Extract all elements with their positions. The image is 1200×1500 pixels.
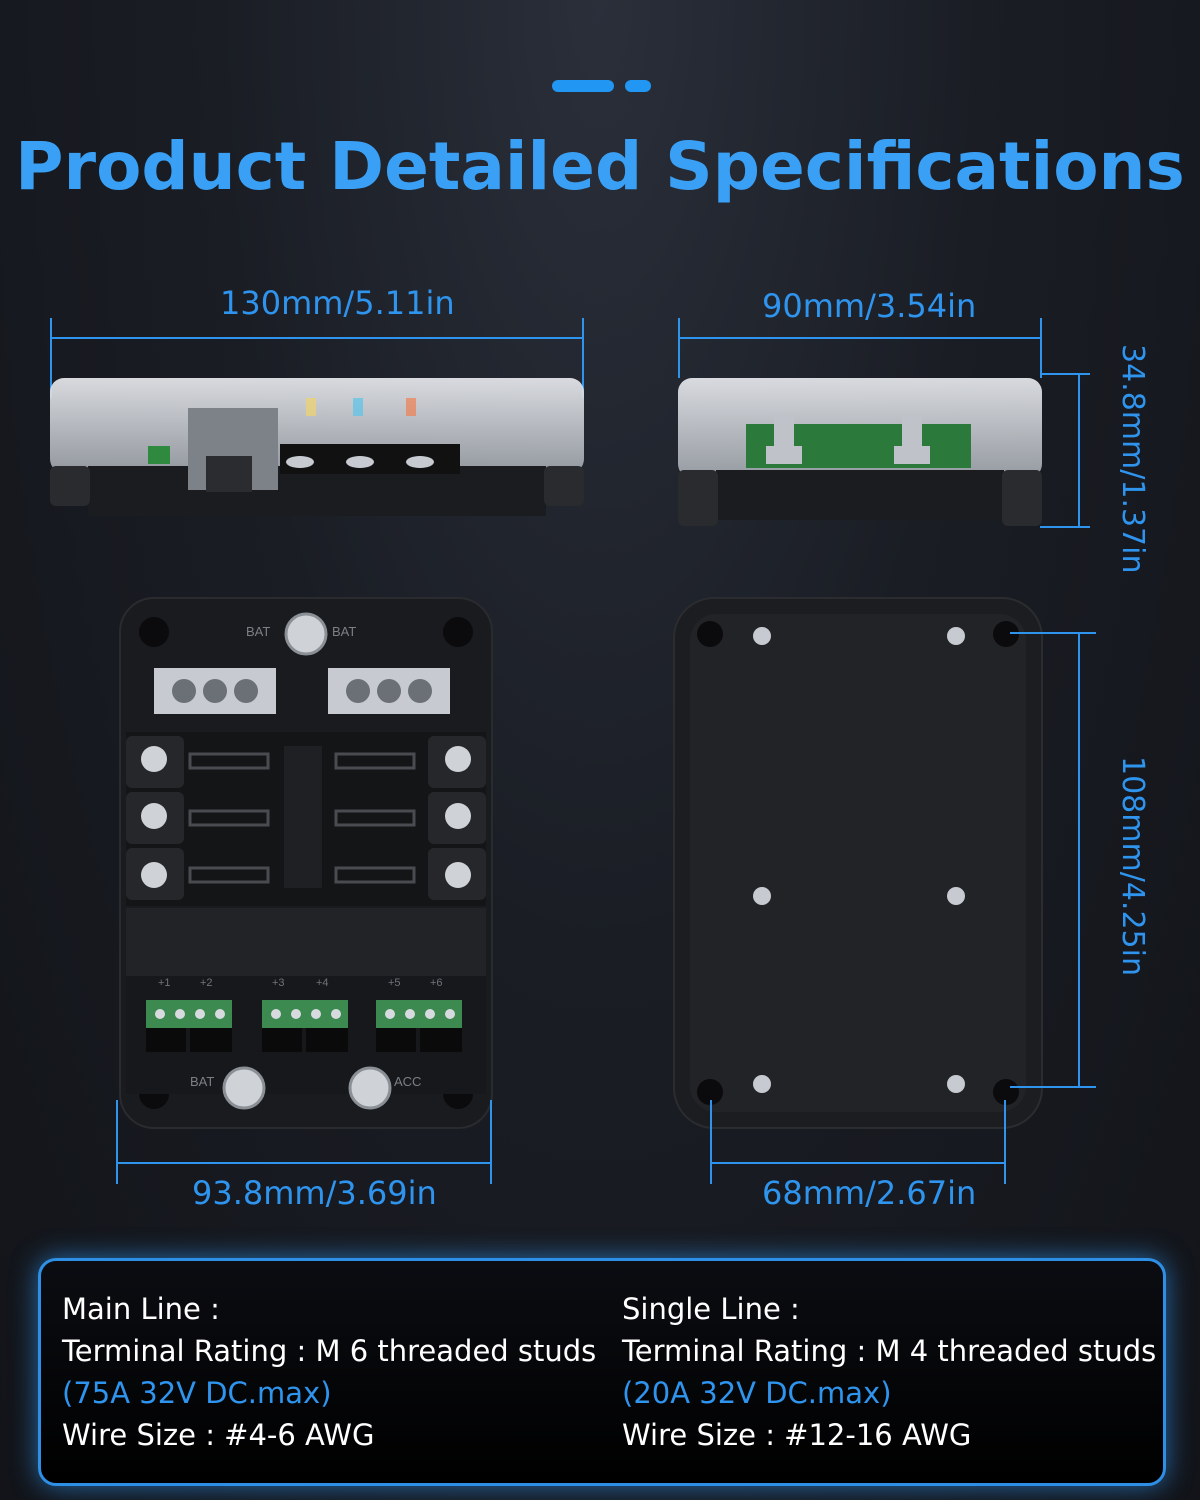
- main-line-wire: Wire Size : #4-6 AWG: [62, 1418, 375, 1452]
- specs-single-line: Single Line : Terminal Rating : M 4 thre…: [622, 1288, 1156, 1456]
- accent-bar-short: [625, 80, 651, 92]
- single-line-rating: Terminal Rating : M 4 threaded studs: [622, 1334, 1157, 1368]
- dim-tick: [582, 318, 584, 398]
- main-line-heading: Main Line :: [62, 1292, 220, 1326]
- dim-tick: [1004, 1100, 1006, 1184]
- dim-tick: [1040, 373, 1090, 375]
- dim-top-left-width: 130mm/5.11in: [220, 284, 455, 322]
- dim-line: [116, 1162, 492, 1164]
- specs-panel: [38, 1258, 1166, 1486]
- fuse-number-5: +5: [388, 977, 401, 989]
- dim-bottom-right-width: 68mm/2.67in: [762, 1174, 977, 1212]
- label-bat-minus-right: BAT: [332, 624, 357, 639]
- dim-tick: [1010, 632, 1096, 634]
- fuse-number-6: +6: [430, 977, 443, 989]
- dim-tick: [710, 1100, 712, 1184]
- dim-tick: [1040, 526, 1090, 528]
- single-line-heading: Single Line :: [622, 1292, 800, 1326]
- specs-main-line: Main Line : Terminal Rating : M 6 thread…: [62, 1288, 596, 1456]
- dim-bottom-left-width: 93.8mm/3.69in: [192, 1174, 437, 1212]
- page-title: Product Detailed Specifications: [15, 128, 1185, 205]
- back-view-cover: [673, 597, 1043, 1129]
- side-view-short: [678, 378, 1042, 526]
- fuse-number-4: +4: [316, 977, 329, 989]
- dim-tick: [116, 1100, 118, 1184]
- fuse-number-1: +1: [158, 977, 171, 989]
- top-view-fuse-block: [119, 597, 493, 1129]
- dim-tick: [678, 318, 680, 378]
- dim-bottom-right-height: 108mm/4.25in: [1115, 756, 1150, 976]
- dim-tick: [50, 318, 52, 398]
- side-view-long: [50, 378, 584, 516]
- single-line-wire: Wire Size : #12-16 AWG: [622, 1418, 972, 1452]
- main-line-rating: Terminal Rating : M 6 threaded studs: [62, 1334, 597, 1368]
- dim-line: [1078, 373, 1080, 528]
- dim-line: [1078, 632, 1080, 1088]
- single-line-max: (20A 32V DC.max): [622, 1376, 892, 1410]
- dim-tick: [1010, 1086, 1096, 1088]
- dim-tick: [1040, 318, 1042, 378]
- accent-bar-long: [552, 80, 614, 92]
- dim-line: [710, 1162, 1006, 1164]
- label-bat-plus: BAT: [190, 1074, 215, 1089]
- dim-top-right-width: 90mm/3.54in: [762, 287, 977, 325]
- dim-line: [50, 337, 584, 339]
- dim-line: [678, 337, 1042, 339]
- main-line-max: (75A 32V DC.max): [62, 1376, 332, 1410]
- dim-top-right-height: 34.8mm/1.37in: [1115, 344, 1150, 574]
- dim-tick: [490, 1100, 492, 1184]
- fuse-number-2: +2: [200, 977, 213, 989]
- fuse-number-3: +3: [272, 977, 285, 989]
- label-acc-plus: ACC: [394, 1074, 422, 1089]
- label-bat-minus-left: BAT: [246, 624, 271, 639]
